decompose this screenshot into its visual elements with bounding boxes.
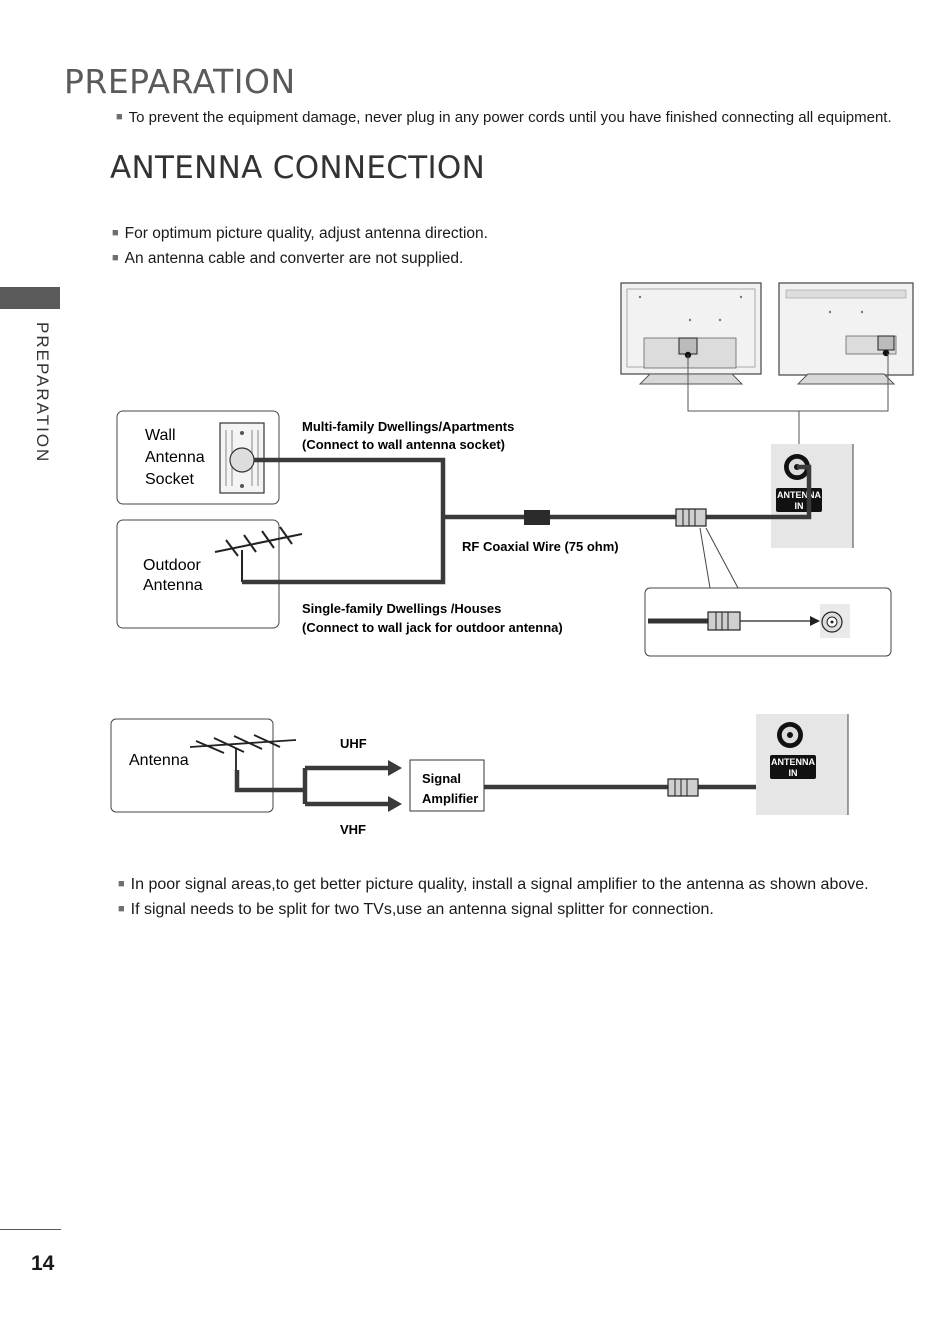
connector-detail-box	[644, 587, 892, 657]
antenna-in-label: ANTENNA	[777, 490, 821, 500]
antenna-icon	[189, 734, 297, 770]
f-connector-icon	[667, 778, 699, 797]
multi-family-label: Multi-family Dwellings/Apartments	[302, 419, 514, 434]
wall-socket-label: Antenna	[145, 449, 205, 466]
bullet-icon: ■	[112, 227, 119, 239]
uhf-arrow-icon	[388, 760, 402, 776]
footer-note: ■ In poor signal areas,to get better pict…	[118, 876, 869, 894]
single-family-label: Single-family Dwellings /Houses	[302, 601, 501, 616]
section-heading: ANTENNA CONNECTION	[110, 150, 486, 186]
page-number: 14	[31, 1252, 55, 1275]
multi-family-label: (Connect to wall antenna socket)	[302, 437, 505, 452]
coaxial-cable	[242, 457, 812, 585]
bullet-icon: ■	[112, 252, 119, 264]
antenna-in-label: IN	[789, 768, 798, 778]
footer-note-text: If signal needs to be split for two TVs,…	[130, 901, 714, 918]
wall-antenna-socket-box: Wall Antenna Socket	[116, 410, 280, 505]
amplifier-label: Signal	[422, 771, 461, 786]
cable-ferrite-icon	[524, 510, 550, 525]
footer-note: ■ If signal needs to be split for two TVs…	[118, 901, 714, 919]
outdoor-antenna-icon	[214, 526, 303, 582]
note-item: ■ For optimum picture quality, adjust ant…	[112, 225, 488, 243]
wall-socket-label: Socket	[145, 471, 194, 488]
rf-wire-label: RF Coaxial Wire (75 ohm)	[462, 539, 619, 554]
outdoor-antenna-label: Antenna	[143, 577, 203, 594]
page-number-rule	[0, 1229, 61, 1230]
warning-note: ■ To prevent the equipment damage, never …	[116, 109, 892, 126]
signal-amplifier-box: Signal Amplifier	[409, 759, 485, 812]
vhf-arrow-icon	[388, 796, 402, 812]
outdoor-antenna-box: Outdoor Antenna	[116, 519, 303, 629]
antenna-in-panel: ANTENNA IN	[756, 714, 849, 815]
antenna-label: Antenna	[129, 752, 189, 769]
tv-rear-view-2	[778, 282, 914, 385]
warning-text: To prevent the equipment damage, never p…	[128, 109, 892, 126]
signal-amplifier-diagram: Antenna UHF VHF Signal Amplifier	[110, 714, 849, 837]
amplifier-label: Amplifier	[422, 791, 478, 806]
bullet-icon: ■	[118, 903, 125, 915]
antenna-connection-diagram: ANTENNA IN Wall Antenna Socket Outdoor A…	[116, 282, 914, 657]
antenna-box: Antenna	[110, 718, 297, 813]
note-text: For optimum picture quality, adjust ante…	[124, 225, 488, 242]
footer-note-text: In poor signal areas,to get better pictu…	[130, 876, 869, 893]
note-text: An antenna cable and converter are not s…	[124, 250, 464, 267]
page-heading: PREPARATION	[64, 62, 296, 101]
bullet-icon: ■	[118, 878, 125, 890]
f-connector-icon	[675, 508, 707, 527]
wall-socket-label: Wall	[145, 427, 176, 444]
antenna-in-label: IN	[795, 501, 804, 511]
uhf-label: UHF	[340, 736, 367, 751]
bullet-icon: ■	[116, 111, 123, 123]
tv-rear-view-1	[620, 282, 762, 385]
outdoor-antenna-label: Outdoor	[143, 557, 201, 574]
antenna-in-label: ANTENNA	[771, 757, 815, 767]
antenna-in-panel: ANTENNA IN	[771, 444, 854, 548]
single-family-label: (Connect to wall jack for outdoor antenn…	[302, 620, 563, 635]
vhf-label: VHF	[340, 822, 366, 837]
antenna-cable	[234, 732, 816, 807]
note-item: ■ An antenna cable and converter are not …	[112, 250, 463, 268]
side-tab-marker	[0, 287, 60, 309]
